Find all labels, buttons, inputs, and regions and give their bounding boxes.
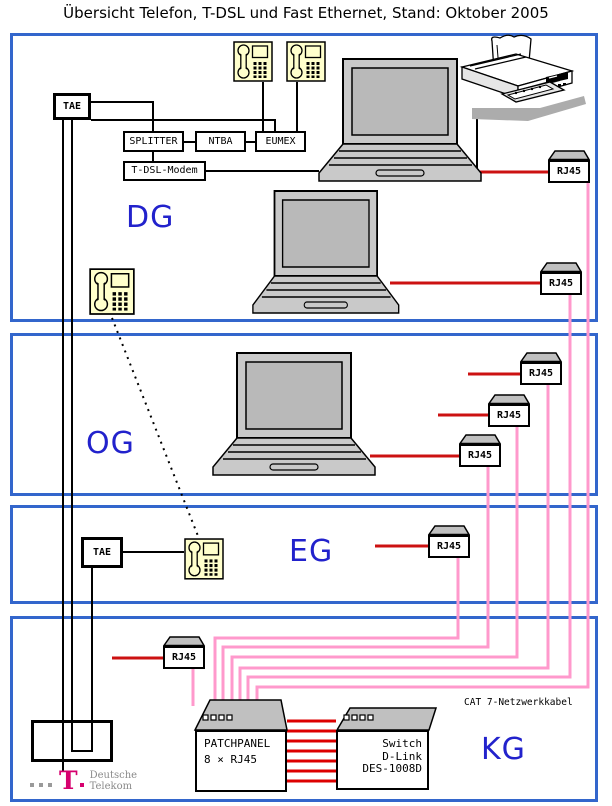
- telekom-t-icon: T: [59, 766, 78, 795]
- telephone-wiring: [62, 82, 478, 772]
- printer-icon: [459, 34, 586, 121]
- tdsl-modem-box: T-DSL-Modem: [123, 161, 206, 181]
- switch-label-2: D-Link: [382, 749, 422, 763]
- rj45-top: [459, 434, 501, 444]
- splitter-box: SPLITTER: [123, 131, 184, 152]
- rj45-top: [540, 262, 582, 272]
- switch-top: [335, 707, 438, 731]
- patchpanel-top: [193, 699, 288, 731]
- eumex-pbx-box: EUMEX: [255, 131, 306, 152]
- phone-icon: [286, 41, 326, 82]
- floor-label-kg: KG: [481, 732, 526, 767]
- rj45-top: [548, 150, 590, 160]
- rj45-outlet-eg: RJ45: [428, 525, 470, 558]
- phone-icon: [233, 41, 273, 82]
- house-entry-box: [31, 720, 113, 762]
- cat7-cables: [191, 183, 590, 706]
- rj45-outlet-og-2: RJ45: [488, 394, 530, 427]
- logo-wordmark: Deutsche Telekom: [89, 770, 138, 792]
- rj45-top: [163, 636, 205, 646]
- rj45-top: [488, 394, 530, 404]
- phone-icon: [89, 268, 135, 315]
- page-title: Übersicht Telefon, T-DSL und Fast Ethern…: [63, 4, 549, 22]
- logo-dot: [39, 783, 43, 787]
- laptop-icon: [212, 352, 376, 476]
- logo-dot: [30, 783, 34, 787]
- ntba-box: NTBA: [195, 131, 246, 152]
- patch-cables: [287, 719, 336, 783]
- laptop-icon: [251, 190, 400, 314]
- cat7-cable-label: CAT 7-Netzwerkkabel: [464, 697, 573, 708]
- rj45-outlet-kg: RJ45: [163, 636, 205, 669]
- patchpanel-box: PATCHPANEL 8 × RJ45: [195, 730, 287, 792]
- floor-box-dg: [10, 33, 598, 322]
- tae-socket-eg: TAE: [81, 537, 123, 568]
- rj45-outlet-dg-2: RJ45: [540, 262, 582, 295]
- floor-label-og: OG: [86, 426, 135, 461]
- switch-label-1: Switch: [382, 737, 422, 750]
- rj45-outlet-og-3: RJ45: [459, 434, 501, 467]
- cordless-phone-link-dotted: [111, 317, 199, 537]
- rj45-top: [520, 352, 562, 362]
- rj45-outlet-og-1: RJ45: [520, 352, 562, 385]
- phone-icon: [184, 538, 224, 580]
- floor-box-eg: [10, 505, 598, 604]
- laptop-icon: [318, 58, 482, 182]
- patchpanel-label-1: PATCHPANEL: [204, 737, 271, 750]
- logo-dot-magenta: [79, 783, 84, 787]
- rj45-outlet-dg-1: RJ45: [548, 150, 590, 183]
- ethernet-lines: [112, 170, 548, 660]
- tae-socket-dg: TAE: [53, 93, 91, 120]
- floor-box-kg: [10, 616, 598, 802]
- logo-dot: [48, 783, 52, 787]
- floor-label-dg: DG: [126, 200, 175, 235]
- telekom-logo: T Deutsche Telekom: [30, 768, 137, 794]
- patchpanel-label-2: 8 × RJ45: [204, 753, 257, 766]
- switch-label-3: DES-1008D: [362, 762, 422, 775]
- switch-box: Switch D-Link DES-1008D: [336, 730, 429, 790]
- floor-box-og: [10, 333, 598, 496]
- rj45-top: [428, 525, 470, 535]
- floor-label-eg: EG: [289, 534, 334, 569]
